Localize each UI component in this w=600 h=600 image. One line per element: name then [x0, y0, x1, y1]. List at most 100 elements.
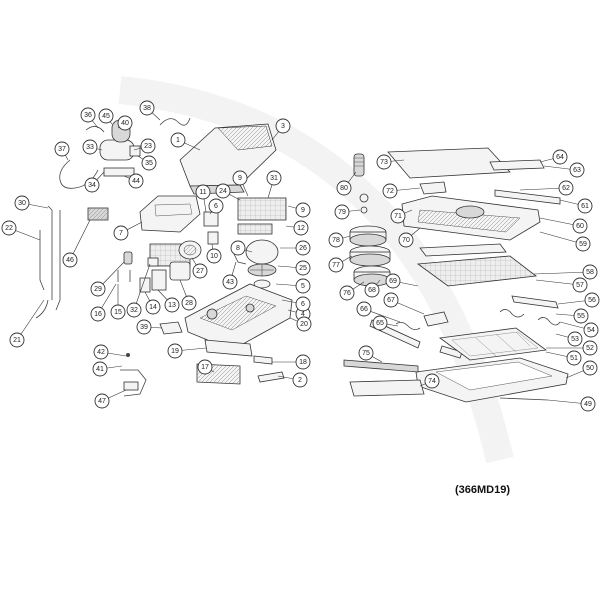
callout-circle [339, 285, 355, 301]
callout-number: 4 [301, 311, 305, 318]
callout-circle [266, 170, 282, 186]
callout-circle [583, 322, 599, 338]
callout-right-20: 69 [385, 273, 401, 289]
callout-number: 47 [98, 398, 106, 405]
callout-circle [197, 359, 213, 375]
callout-number: 36 [84, 112, 92, 119]
callout-left-41: 40 [117, 115, 133, 131]
callout-circle [140, 138, 156, 154]
callout-number: 42 [97, 349, 105, 356]
callout-left-5: 6 [208, 198, 224, 214]
knob-part [353, 153, 369, 214]
callout-circle [136, 319, 152, 335]
callout-number: 74 [428, 378, 436, 385]
callout-circle [9, 332, 25, 348]
callout-circle [230, 240, 246, 256]
callout-number: 8 [236, 245, 240, 252]
callout-circle [584, 292, 600, 308]
callout-number: 28 [185, 300, 193, 307]
callout-number: 9 [301, 207, 305, 214]
callout-circle [195, 184, 211, 200]
callout-circle [295, 260, 311, 276]
callout-number: 24 [219, 188, 227, 195]
callout-circle [62, 252, 78, 268]
callout-number: 76 [343, 290, 351, 297]
callout-left-25: 24 [215, 183, 231, 199]
base-pan-part [184, 283, 293, 351]
callout-circle [94, 393, 110, 409]
callout-number: 26 [299, 245, 307, 252]
callout-right-8: 57 [572, 277, 588, 293]
callout-number: 66 [360, 306, 368, 313]
callout-number: 46 [66, 257, 74, 264]
callout-circle [572, 277, 588, 293]
callout-left-35: 34 [84, 177, 100, 193]
callout-left-9: 9 [232, 170, 248, 186]
callout-circle [215, 183, 231, 199]
callout-right-27: 76 [339, 285, 355, 301]
callout-number: 29 [94, 286, 102, 293]
callout-number: 34 [88, 182, 96, 189]
callout-number: 16 [94, 311, 102, 318]
drain-fitting-part [159, 321, 183, 335]
callout-right-7: 56 [584, 292, 600, 308]
callout-number: 79 [338, 209, 346, 216]
callout-circle [567, 331, 583, 347]
callout-number: 3 [281, 123, 285, 130]
callout-circle [222, 274, 238, 290]
grille-screen-part [438, 327, 548, 361]
callout-circle [128, 173, 144, 189]
callout-number: 45 [102, 113, 110, 120]
callout-left-31: 30 [14, 195, 30, 211]
callout-left-29: 28 [181, 295, 197, 311]
callout-number: 17 [201, 364, 209, 371]
callout-number: 51 [570, 355, 578, 362]
callout-number: 38 [143, 105, 151, 112]
callout-right-9: 58 [582, 264, 598, 280]
callout-number: 72 [386, 188, 394, 195]
callout-right-22: 71 [390, 208, 406, 224]
callout-number: 22 [5, 225, 13, 232]
callout-right-10: 59 [575, 236, 591, 252]
callout-circle [328, 232, 344, 248]
callout-left-24: 23 [140, 138, 156, 154]
callout-right-1: 50 [582, 360, 598, 376]
callout-number: 44 [132, 178, 140, 185]
callout-number: 13 [168, 302, 176, 309]
callout-right-29: 78 [328, 232, 344, 248]
callout-left-1: 2 [292, 372, 308, 388]
callout-number: 80 [340, 185, 348, 192]
callout-circle [295, 278, 311, 294]
callout-right-23: 72 [382, 183, 398, 199]
callout-left-0: 1 [170, 132, 186, 148]
callout-right-30: 79 [334, 204, 350, 220]
callout-right-2: 51 [566, 350, 582, 366]
callout-left-15: 14 [145, 299, 161, 315]
callout-left-36: 35 [141, 155, 157, 171]
callout-circle [566, 350, 582, 366]
callout-left-33: 32 [126, 302, 142, 318]
leader-line-left-22 [16, 299, 45, 341]
callout-left-34: 33 [82, 139, 98, 155]
callout-number: 39 [140, 324, 148, 331]
callout-left-2: 3 [275, 118, 291, 134]
callout-number: 20 [300, 321, 308, 328]
callout-number: 71 [394, 213, 402, 220]
callout-right-14: 63 [569, 162, 585, 178]
callout-left-4: 5 [295, 278, 311, 294]
callout-circle [1, 220, 17, 236]
callout-number: 14 [149, 304, 157, 311]
callout-number: 77 [332, 262, 340, 269]
right-assembly [343, 147, 569, 403]
callout-number: 73 [380, 159, 388, 166]
leader-line-right-9 [533, 271, 591, 275]
callout-circle [582, 360, 598, 376]
callout-circle [80, 107, 96, 123]
callout-left-40: 39 [136, 319, 152, 335]
callout-circle [295, 354, 311, 370]
callout-circle [376, 154, 392, 170]
callout-circle [356, 301, 372, 317]
callout-circle [275, 118, 291, 134]
callout-circle [382, 183, 398, 199]
callout-right-15: 64 [552, 149, 568, 165]
